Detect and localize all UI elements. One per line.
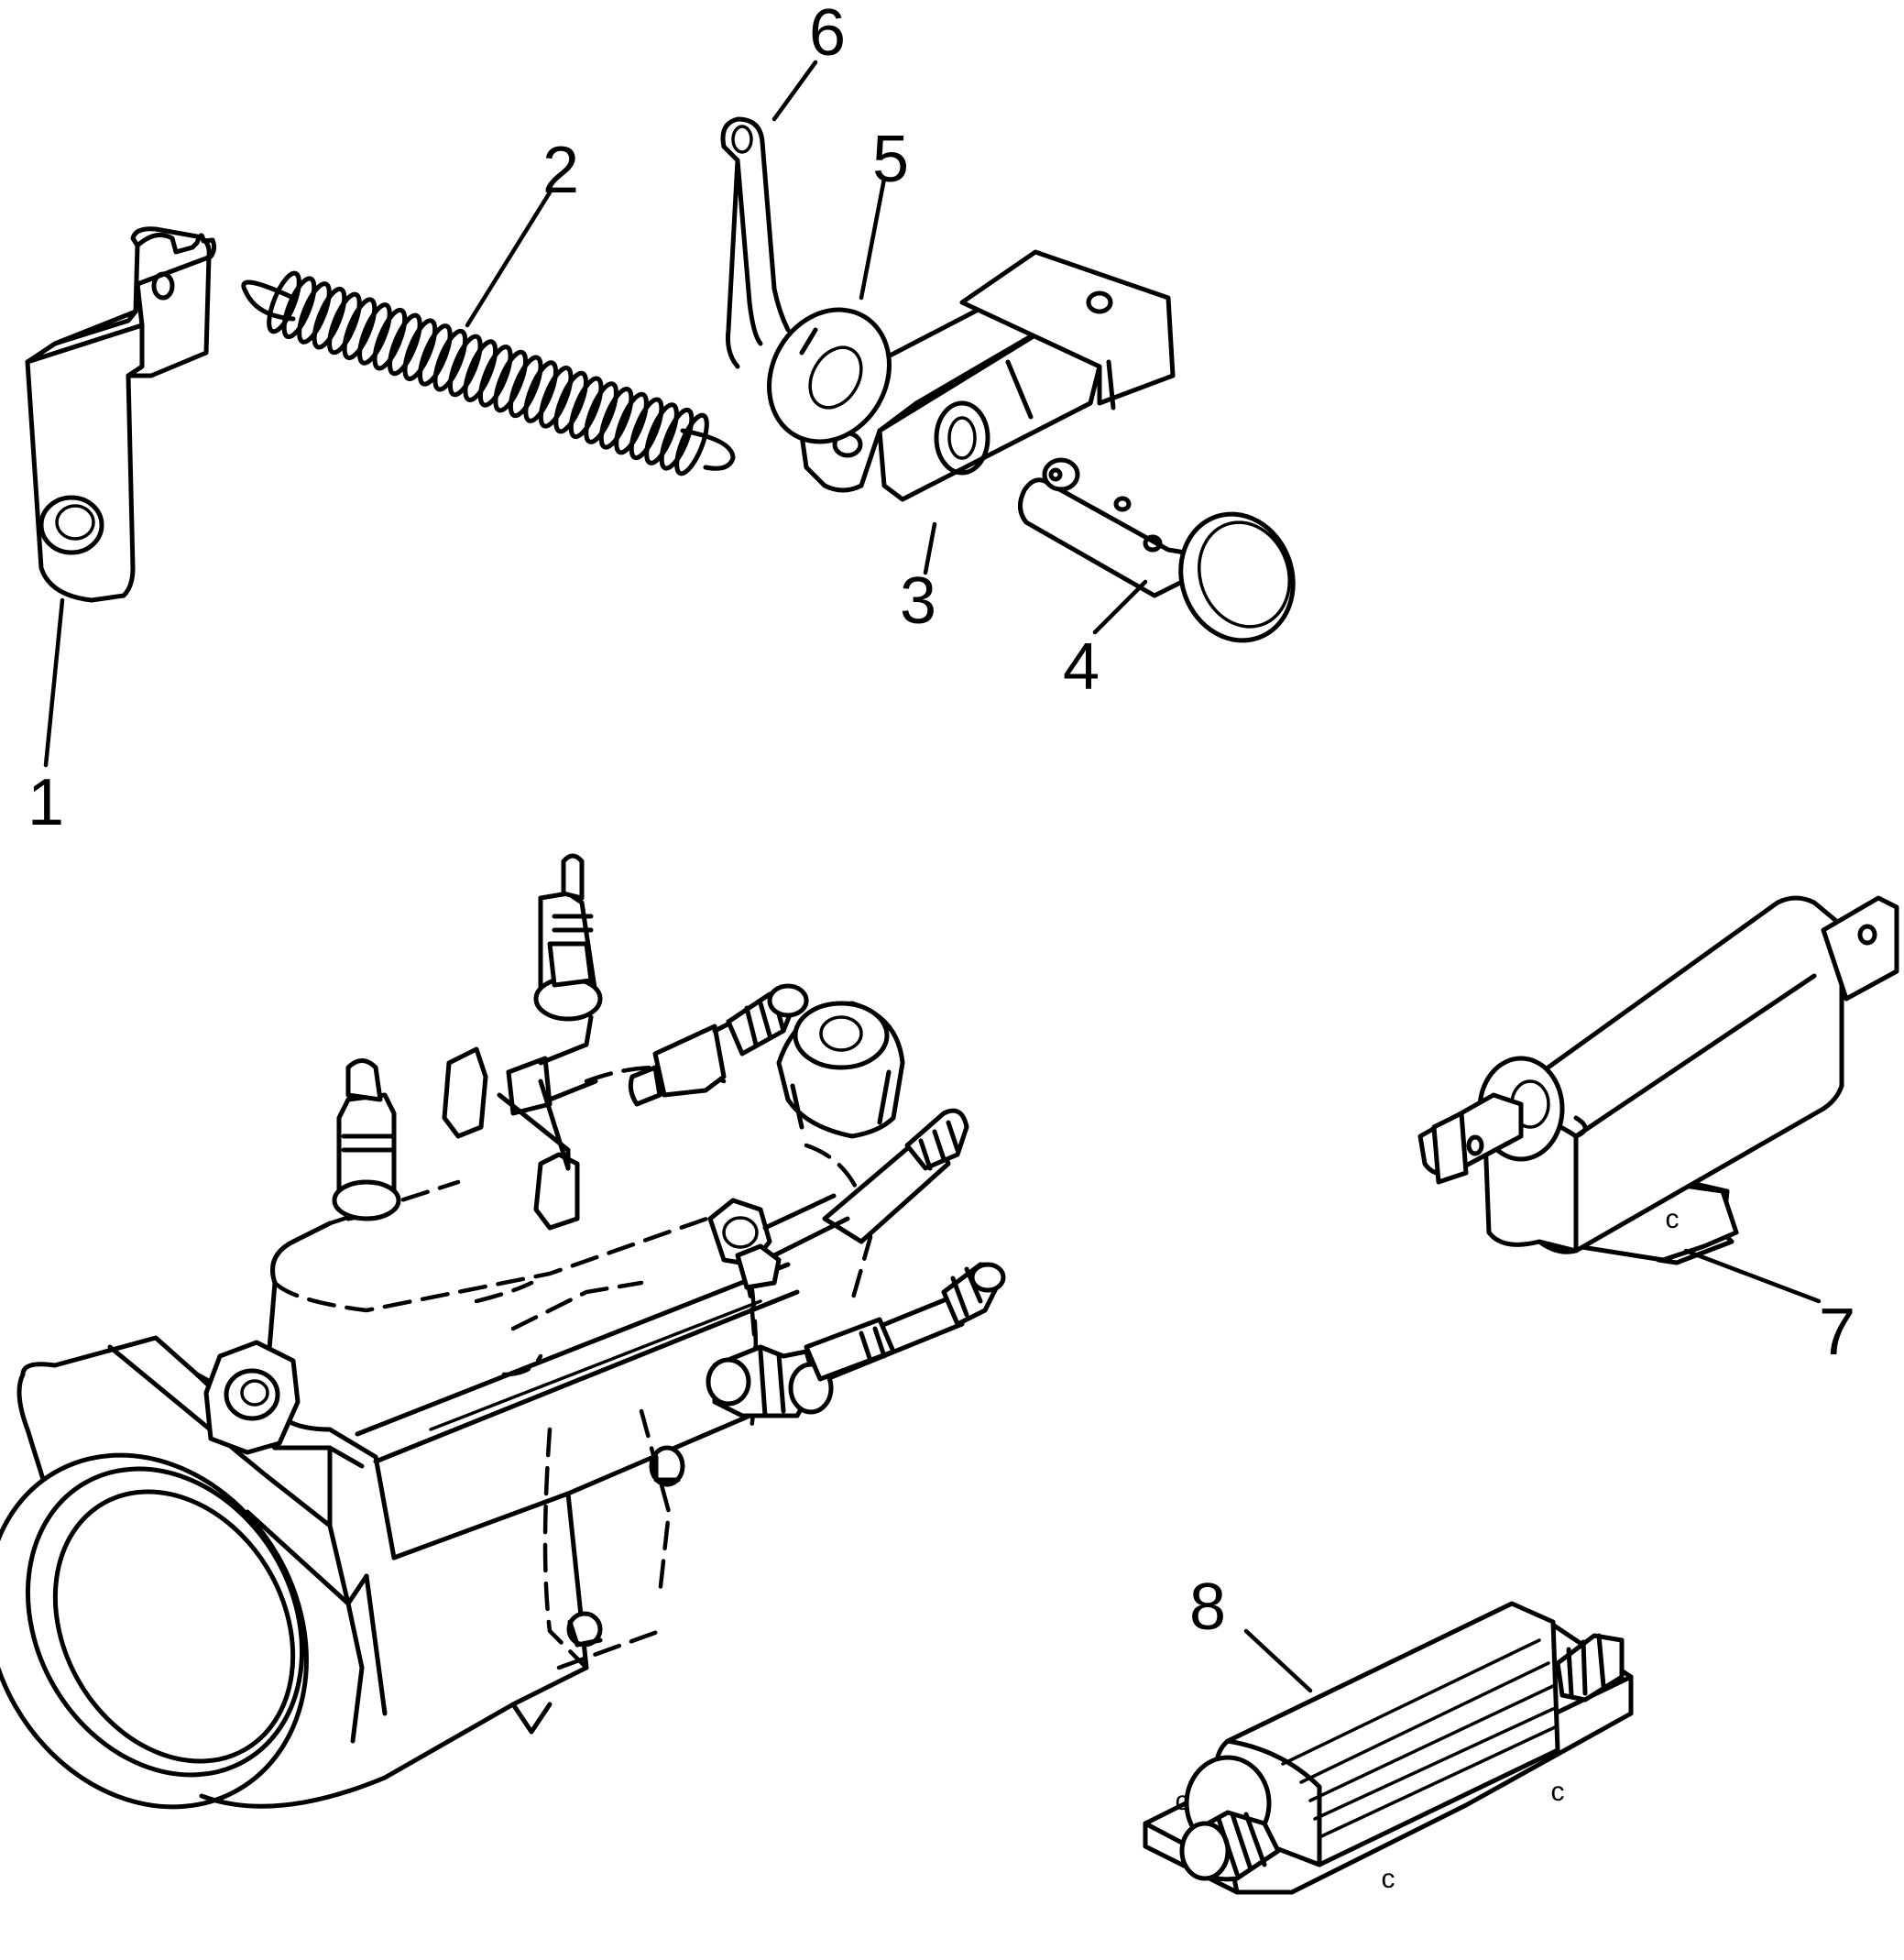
spring-coil: [629, 397, 664, 461]
clevis-pin-part: [1018, 457, 1296, 643]
spring-coil: [598, 387, 634, 450]
spring-coil: [508, 355, 543, 419]
resistor-fins: [1281, 1638, 1557, 1839]
cotter-pin-part: [720, 116, 791, 369]
callout-2: 2: [542, 134, 579, 207]
leader-7: [1683, 1248, 1822, 1304]
spring-coil: [493, 349, 529, 413]
spring-coil: [327, 291, 362, 356]
leader-2: [465, 190, 553, 328]
callout-6: 6: [809, 0, 846, 70]
callout-1: 1: [27, 766, 64, 839]
solenoid-mark: c: [1666, 1204, 1680, 1234]
leader-5: [859, 176, 887, 301]
spring-coil: [281, 276, 317, 340]
spring-coil: [568, 376, 604, 440]
leader-4: [1092, 579, 1148, 635]
washer-part: [767, 307, 892, 444]
leader-3: [923, 521, 937, 575]
leader-6: [771, 60, 818, 122]
resistor-part: c c c: [1143, 1601, 1634, 1895]
callout-8: 8: [1189, 1571, 1226, 1644]
spring-coil: [402, 318, 438, 381]
spring-coil: [538, 366, 574, 429]
spring-coil: [659, 407, 695, 471]
spring-coil: [417, 323, 453, 387]
callout-5: 5: [872, 123, 909, 196]
spring-coil: [432, 328, 468, 392]
bracket-part: [25, 226, 217, 603]
callout-7: 7: [1819, 1296, 1855, 1369]
callout-4: 4: [1063, 630, 1100, 704]
leader-lines: [43, 60, 1822, 1693]
spring-coil: [372, 307, 408, 371]
spring-coil: [447, 334, 483, 398]
resistor-mark-2: c: [1551, 1777, 1565, 1807]
spring-coil: [674, 412, 709, 476]
callout-3: 3: [900, 564, 936, 638]
callout-numbers: 1 2 3 4 5 6 7 8: [27, 0, 1855, 1644]
solenoid-part: c: [1417, 895, 1899, 1265]
resistor-mark-3: c: [1382, 1864, 1395, 1894]
spring-coil: [477, 345, 513, 408]
resistor-mark-1: c: [1176, 1786, 1189, 1816]
spring-part: [241, 270, 736, 476]
spring-coil: [342, 297, 378, 360]
leader-1: [43, 597, 65, 768]
injection-pump: [0, 853, 1006, 1810]
spring-coil: [614, 391, 649, 455]
spring-coil: [523, 360, 559, 423]
spring-coil: [267, 270, 301, 334]
clevis-part: [794, 249, 1176, 502]
spring-coil: [388, 312, 422, 377]
leader-8: [1243, 1628, 1313, 1693]
spring-coil: [312, 286, 347, 350]
spring-coil: [553, 370, 588, 434]
spring-coil: [357, 302, 392, 366]
spring-coil: [584, 381, 618, 444]
spring-coil: [463, 339, 498, 402]
spring-coil: [297, 281, 332, 345]
spring-coil: [644, 402, 679, 465]
